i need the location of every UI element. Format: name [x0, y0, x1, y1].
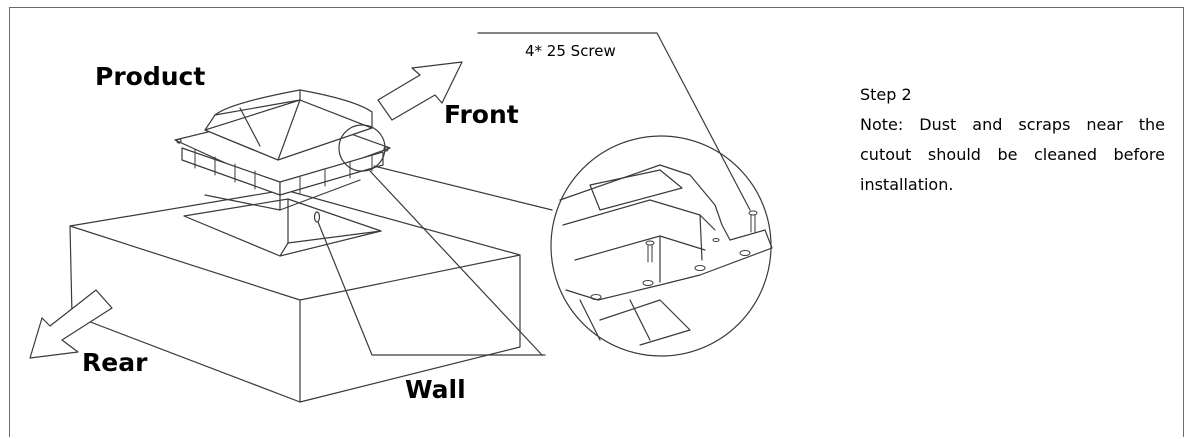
detail-callout: [338, 124, 772, 357]
wall-label: Wall: [405, 375, 466, 404]
product-label: Product: [95, 62, 206, 91]
detail-view: [559, 164, 773, 346]
instruction-panel: Step 2 Note: Dust and scraps near the cu…: [860, 80, 1165, 200]
rear-label: Rear: [82, 348, 148, 377]
front-arrow-icon: [377, 61, 463, 121]
vent-product: [174, 89, 391, 211]
screw-label: 4* 25 Screw: [525, 42, 616, 60]
wall-leader: [317, 221, 546, 356]
figure-frame: [9, 7, 1184, 437]
screw-leader: [477, 32, 751, 211]
step-heading: Step 2: [860, 85, 912, 104]
front-label: Front: [444, 100, 519, 129]
rear-arrow-icon: [29, 289, 113, 359]
step-note: Note: Dust and scraps near the cutout sh…: [860, 115, 1165, 194]
